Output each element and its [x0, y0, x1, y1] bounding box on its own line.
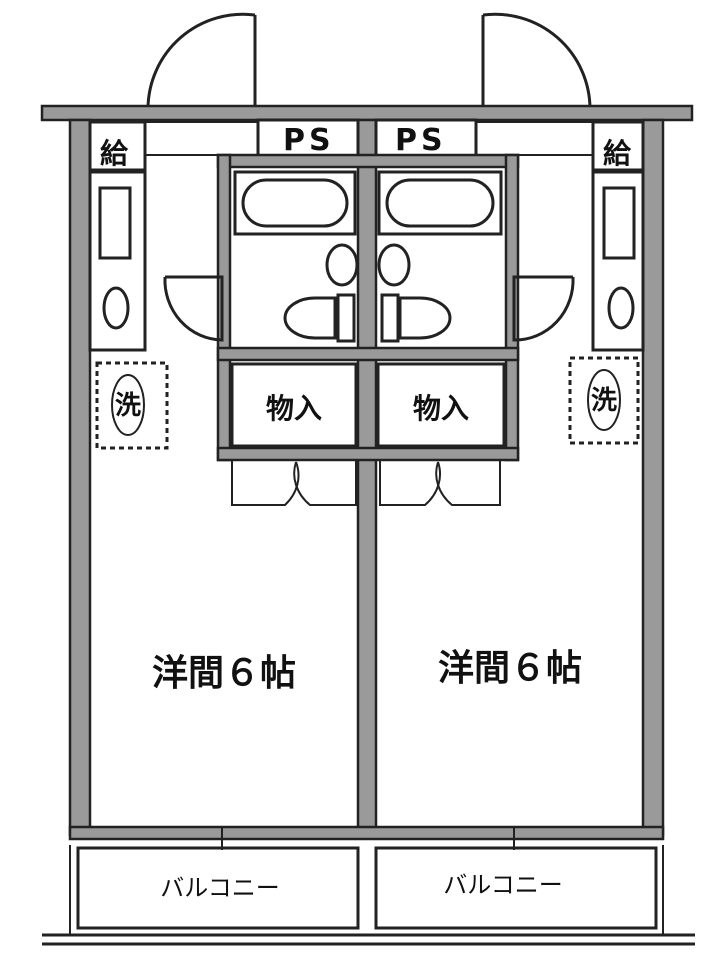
unit-left-top-strip: [88, 118, 360, 172]
bath-door-right: [512, 275, 575, 342]
room-label-left: 洋間６帖: [152, 653, 296, 694]
bottom-wall: [68, 825, 665, 841]
washer-label-left: 洗: [115, 391, 141, 421]
storage-label-right: 物入: [413, 392, 469, 425]
kitchen-left: [88, 170, 147, 352]
entrance-door-right: [481, 12, 592, 109]
entrance-door-left: [146, 12, 257, 109]
balcony: [42, 828, 695, 946]
bathtub-left-inner: [241, 178, 349, 228]
sink-left: [325, 243, 359, 287]
right-outer-wall: [641, 118, 665, 837]
bath-door-left: [163, 275, 224, 342]
sink-right: [377, 243, 411, 287]
storage-left: [230, 362, 358, 448]
closet-door-right: [379, 460, 501, 506]
kitchen-right: [591, 170, 645, 352]
room-label-right: 洋間６帖: [438, 648, 582, 689]
storage-label-left: 物入: [266, 392, 322, 425]
left-outer-wall: [68, 118, 92, 837]
balcony-label-left: バルコニー: [160, 874, 280, 902]
bathtub-right-inner: [385, 178, 495, 228]
bathroom-block: [216, 153, 520, 462]
top-wall: [40, 104, 694, 122]
washer-space-right: [568, 356, 640, 445]
storage-right: [376, 362, 506, 448]
washer-space-left: [95, 361, 169, 450]
closet-door-left: [231, 460, 357, 506]
water-heater-label-right: 給: [603, 137, 632, 170]
toilet-left: [283, 293, 356, 343]
water-heater-label-left: 給: [100, 137, 129, 170]
unit-right-top-strip: [374, 118, 645, 172]
balcony-label-right: バルコニー: [443, 871, 563, 899]
washer-label-right: 洗: [591, 386, 617, 416]
pipe-shaft-label-right: PS: [395, 123, 447, 158]
toilet-right: [380, 293, 452, 343]
pipe-shaft-label-left: PS: [283, 123, 335, 158]
center-party-wall: [356, 118, 378, 837]
